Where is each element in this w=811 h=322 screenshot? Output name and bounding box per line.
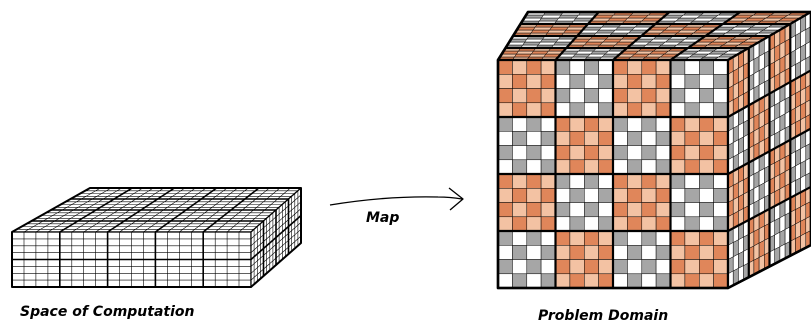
front-block-1-3 <box>555 230 571 246</box>
problem-domain-cube <box>496 10 811 290</box>
front-block-0-0 <box>497 59 513 75</box>
problem-domain-label: Problem Domain <box>538 308 668 322</box>
front-block-0-1 <box>497 116 513 132</box>
computation-outline <box>11 187 302 288</box>
front-block-0-2 <box>497 173 513 189</box>
front-block-1-2 <box>555 173 571 189</box>
front-block-3-1 <box>670 116 686 132</box>
map-arrow-line <box>329 196 463 206</box>
front-block-1-1 <box>555 116 571 132</box>
computation-space-label: Space of Computation <box>20 304 195 320</box>
front-block-0-3 <box>497 230 513 246</box>
map-arrow-head <box>448 187 464 211</box>
computation-space-block <box>11 187 302 288</box>
front-block-3-2 <box>670 173 686 189</box>
front-block-3-0 <box>670 59 686 75</box>
front-block-2-3 <box>612 230 628 246</box>
front-block-2-1 <box>612 116 628 132</box>
front-block-2-2 <box>612 173 628 189</box>
front-block-3-3 <box>670 230 686 246</box>
map-label: Map <box>366 210 399 226</box>
cube-outline <box>496 10 811 290</box>
front-block-2-0 <box>612 59 628 75</box>
front-block-1-0 <box>555 59 571 75</box>
map-arrow <box>329 187 464 211</box>
